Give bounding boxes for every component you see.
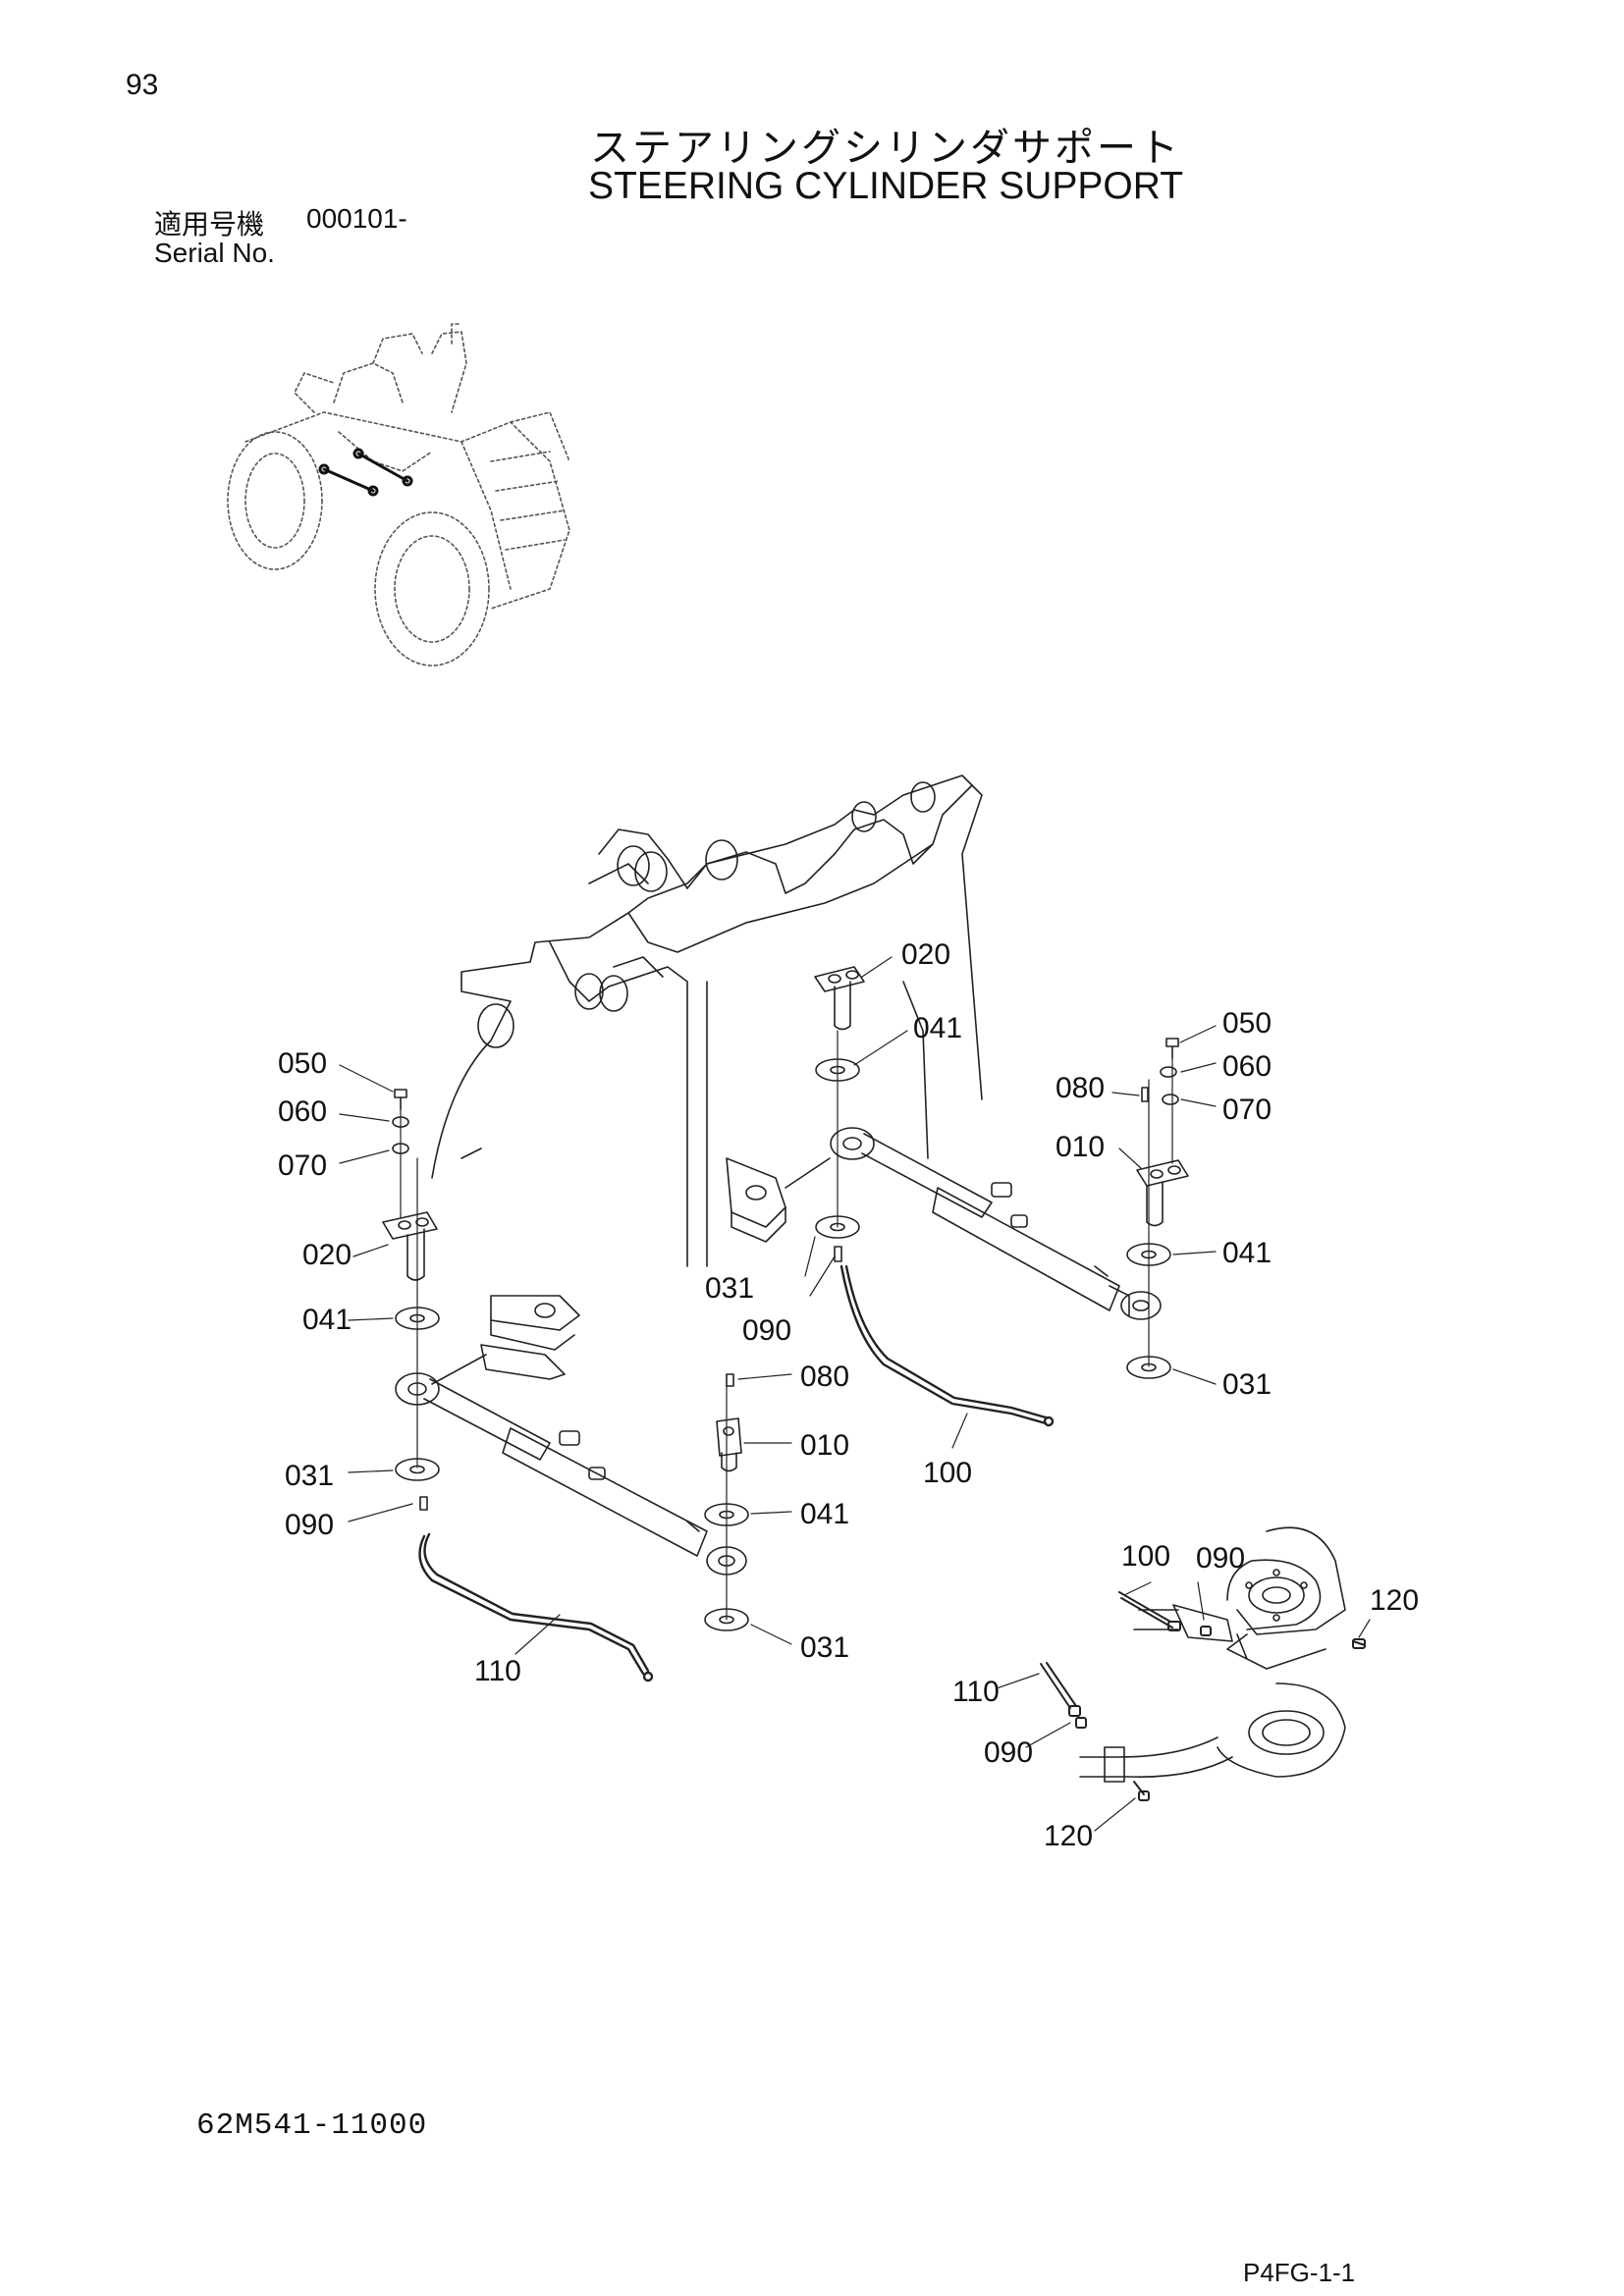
pin-020-top [814,966,865,1031]
page-code: P4FG-1-1 [1243,2258,1356,2287]
callout-031-mid: 031 [705,1272,754,1305]
callout-041-center: 041 [800,1498,849,1530]
callout-120-detail-top: 120 [1370,1584,1419,1617]
left-bracket [431,1295,580,1385]
callout-060-right: 060 [1222,1050,1272,1083]
callout-031-left: 031 [285,1460,334,1492]
callout-010-right: 010 [1056,1131,1105,1163]
callout-080-center: 080 [800,1361,849,1393]
callout-060-left: 060 [278,1095,327,1128]
detail-fittings [1040,1591,1366,1801]
serial-label-english: Serial No. [154,238,275,268]
callout-010-center: 010 [800,1429,849,1462]
plate-010-center [716,1417,742,1472]
callout-070-right: 070 [1222,1094,1272,1126]
left-steering-cylinder [395,1372,747,1575]
callout-labels: 020 041 050 060 080 070 010 041 031 031 … [278,938,1419,1852]
callout-090-mid: 090 [742,1314,791,1347]
callout-050-left: 050 [278,1047,327,1080]
callout-090-detail-bottom: 090 [984,1736,1033,1769]
serial-value: 000101- [306,203,407,234]
callout-120-detail-bottom: 120 [1044,1820,1093,1852]
hose-110 [418,1532,654,1682]
pin-020-left [382,1211,438,1281]
callout-090-detail-top: 090 [1196,1542,1245,1575]
callout-110-detail: 110 [952,1676,1000,1708]
bolts-and-fittings [394,1038,1179,1511]
right-steering-cylinder [830,1127,1162,1320]
callout-090-left: 090 [285,1509,334,1541]
callout-041-top: 041 [913,1012,962,1044]
callout-110-left: 110 [474,1655,521,1687]
page-number: 93 [126,69,159,101]
callout-031-right: 031 [1222,1368,1272,1401]
callout-080-right: 080 [1056,1072,1105,1104]
machine-overview-sketch [227,323,570,667]
callout-031-center: 031 [800,1631,849,1664]
assembly-centerlines [400,1030,1173,1621]
title-japanese: ステアリングシリンダサポート [590,126,1181,171]
serial-label-japanese: 適用号機 [154,208,265,240]
frame-outline [431,774,983,1267]
callout-020-left: 020 [302,1239,352,1271]
document-number: 62M541-11000 [196,2109,428,2143]
callout-100-detail: 100 [1121,1540,1170,1573]
callout-070-left: 070 [278,1149,327,1182]
callout-100-mid: 100 [923,1457,972,1489]
title-english: STEERING CYLINDER SUPPORT [587,165,1184,207]
plate-010-right [1136,1159,1189,1227]
hose-100 [839,1264,1055,1427]
callout-041-left: 041 [302,1304,352,1336]
right-bracket [726,1157,831,1243]
detail-port-block [1079,1526,1346,1783]
callout-041-right: 041 [1222,1237,1272,1269]
callout-020-top: 020 [901,938,950,971]
leader-lines [339,956,1371,1832]
callout-050-right: 050 [1222,1007,1272,1040]
overview-cylinders [318,448,413,497]
